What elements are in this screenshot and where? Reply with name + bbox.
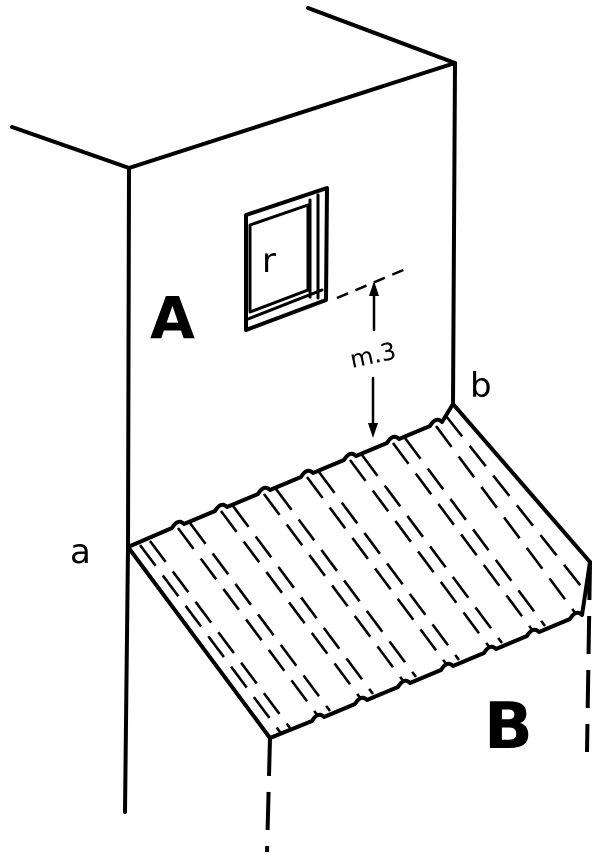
building-a-lower-left-edge [123,545,130,814]
dimension-reference-line [336,266,409,300]
roof-ridge-edge [126,402,455,549]
building-a-top-edges [10,6,457,170]
height-dimension [336,266,409,438]
dimension-arrow-up [369,281,379,296]
label-window: r [262,241,276,281]
window [244,186,329,332]
roof-eave-edge [268,560,592,740]
corrugated-roof [126,402,592,740]
building-b-right-edge [585,561,592,753]
label-building-a: A [150,284,195,352]
building-b-front-edge [265,737,272,853]
label-point-b: b [470,366,492,406]
dimension-arrow-down [368,423,378,438]
building-b [265,561,592,853]
window-sill [246,288,324,321]
building-a-front-right-edge [451,61,457,406]
window-pane [248,203,310,314]
window-frame [244,186,329,332]
label-height-dimension: m.3 [347,337,398,374]
roof-left-edge [126,545,272,740]
roof-right-edge [451,402,592,564]
building-a [10,6,457,814]
roof-corrugation-lines [138,415,586,733]
label-building-b: B [484,690,533,764]
label-point-a: a [70,532,91,572]
building-a-front-left-edge [126,166,131,549]
